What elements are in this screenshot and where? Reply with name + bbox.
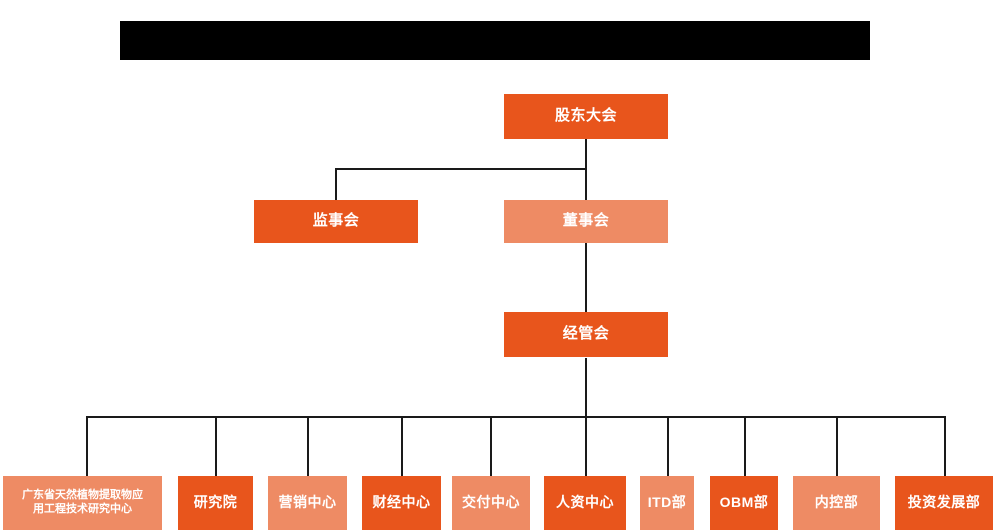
connector-drop-hr — [585, 416, 587, 476]
node-shareholders[interactable]: 股东大会 — [504, 94, 668, 139]
node-internal-control-department[interactable]: 内控部 — [793, 476, 880, 530]
connector-drop-delivery — [490, 416, 492, 476]
connector-supervisory-drop — [335, 168, 337, 200]
connector-shareholders-stem — [585, 139, 587, 169]
connector-drop-internal-control — [836, 416, 838, 476]
connector-level1-bus — [335, 168, 587, 170]
node-finance-center[interactable]: 财经中心 — [362, 476, 441, 530]
node-research-center-line2: 用工程技术研究中心 — [33, 503, 132, 515]
connector-board-drop — [585, 168, 587, 200]
connector-drop-marketing — [307, 416, 309, 476]
node-marketing-center[interactable]: 营销中心 — [268, 476, 347, 530]
connector-board-management — [585, 242, 587, 312]
redacted-title-bar — [120, 21, 870, 60]
connector-drop-institute — [215, 416, 217, 476]
connector-drop-itd — [667, 416, 669, 476]
node-delivery-center[interactable]: 交付中心 — [452, 476, 530, 530]
node-obm-department[interactable]: OBM部 — [710, 476, 778, 530]
connector-drop-research-center — [86, 416, 88, 476]
connector-drop-investment — [944, 416, 946, 476]
node-board-of-directors[interactable]: 董事会 — [504, 200, 668, 243]
node-institute[interactable]: 研究院 — [178, 476, 253, 530]
node-investment-development-department[interactable]: 投资发展部 — [895, 476, 993, 530]
node-research-center[interactable]: 广东省天然植物提取物应 用工程技术研究中心 — [3, 476, 162, 530]
connector-drop-obm — [744, 416, 746, 476]
connector-management-stem — [585, 358, 587, 417]
node-supervisory-board[interactable]: 监事会 — [254, 200, 418, 243]
node-itd-department[interactable]: ITD部 — [640, 476, 694, 530]
connector-drop-finance — [401, 416, 403, 476]
connector-leaf-bus — [86, 416, 946, 418]
node-research-center-line1: 广东省天然植物提取物应 — [22, 489, 143, 502]
node-management-committee[interactable]: 经管会 — [504, 312, 668, 357]
node-hr-center[interactable]: 人资中心 — [544, 476, 626, 530]
